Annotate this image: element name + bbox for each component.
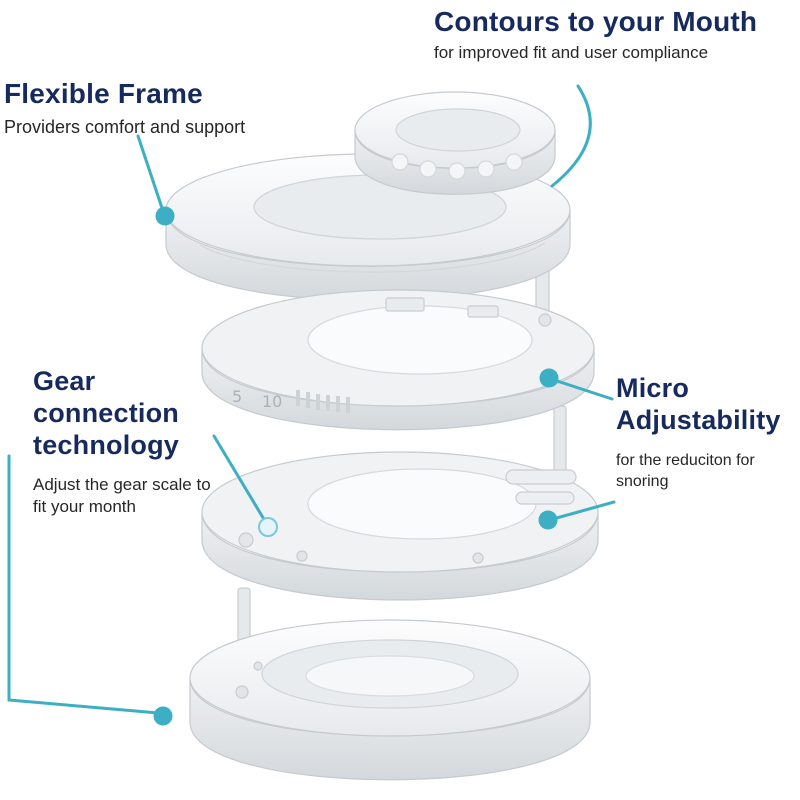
connector-gear-line xyxy=(212,434,267,523)
callout-dots xyxy=(153,206,559,726)
callout-flexible-frame-subtitle: Providers comfort and support xyxy=(4,117,246,138)
callout-micro-adjustability-subtitle: for the reduciton for snoring xyxy=(616,451,755,490)
dot-flexible-frame xyxy=(155,206,175,226)
connector-contours-arc xyxy=(550,84,592,188)
callout-connectors xyxy=(7,84,616,715)
dot-lower-tray xyxy=(153,706,173,726)
connector-lower-tray-line xyxy=(7,454,160,715)
connector-micro-bottom-line xyxy=(551,500,616,521)
callout-contours-subtitle: for improved fit and user compliance xyxy=(434,43,709,63)
lower-tray-layer xyxy=(189,619,591,781)
dot-micro-bottom xyxy=(538,510,558,530)
teeth-scallops xyxy=(391,153,523,180)
callout-flexible-frame-title: Flexible Frame xyxy=(4,78,203,109)
callout-micro-adjustability: Micro Adjustability for the reduciton fo… xyxy=(616,372,796,492)
upper-bite-tray xyxy=(354,91,556,195)
dot-gear-connection xyxy=(258,517,278,537)
callout-contours: Contours to your Mouth for improved fit … xyxy=(434,6,794,64)
callout-contours-title: Contours to your Mouth xyxy=(434,6,758,37)
mouthguard-exploded-view: 5 10 xyxy=(165,91,599,781)
callout-gear-connection-title: Gear connection technology xyxy=(33,366,180,460)
callout-gear-connection: Gear connection technology Adjust the ge… xyxy=(33,366,221,518)
gear-scale-number-5: 5 xyxy=(232,387,242,406)
callout-micro-adjustability-title: Micro Adjustability xyxy=(616,373,781,436)
gear-scale-number-10: 10 xyxy=(262,392,282,411)
connector-flexible-frame-line xyxy=(136,134,165,213)
callout-gear-connection-subtitle: Adjust the gear scale to fit your month xyxy=(33,474,211,516)
gear-scale-ticks xyxy=(296,390,350,413)
dot-micro-top xyxy=(539,368,559,388)
callout-flexible-frame: Flexible Frame Providers comfort and sup… xyxy=(4,78,324,140)
connector-micro-top-line xyxy=(552,378,614,401)
gear-plate-layer: 5 10 xyxy=(201,289,595,431)
adjustment-plate-layer xyxy=(201,451,599,601)
